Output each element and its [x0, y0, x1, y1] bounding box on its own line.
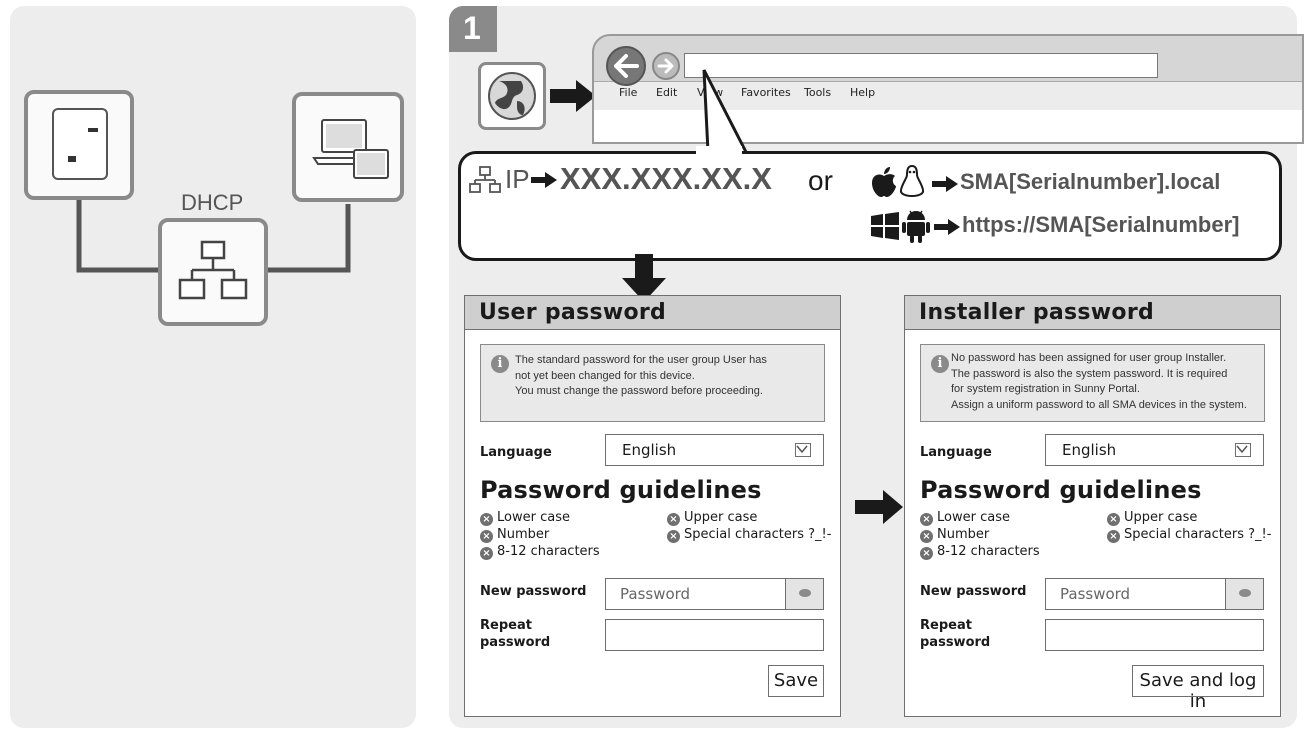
- router-device: [158, 218, 268, 326]
- save-button[interactable]: Save: [768, 665, 824, 697]
- user-password-card: User password i The standard password fo…: [464, 295, 841, 717]
- arrow-right-icon: [550, 80, 596, 112]
- x-circle-icon: ×: [667, 513, 680, 526]
- user-info-box: i The standard password for the user gro…: [480, 344, 825, 422]
- language-select[interactable]: English: [1045, 434, 1264, 466]
- arrow-right-icon: [855, 490, 903, 524]
- arrow-right-icon: [531, 172, 557, 188]
- arrow-right-icon: [934, 219, 960, 235]
- x-circle-icon: ×: [1107, 530, 1120, 543]
- step-badge: 1: [449, 6, 497, 52]
- arrow-right-icon: [932, 176, 958, 192]
- callout-pointer: [702, 69, 748, 153]
- step-number: 1: [463, 10, 481, 46]
- chevron-down-icon: [1235, 443, 1251, 457]
- installer-info-box: i No password has been assigned for user…: [920, 344, 1265, 422]
- browser-launch[interactable]: [478, 62, 546, 130]
- arrow-down-icon: [622, 254, 666, 302]
- forward-arrow-icon: [657, 58, 674, 74]
- menu-file[interactable]: File: [619, 86, 638, 99]
- windows-android-url: https://SMA[Serialnumber]: [962, 212, 1240, 237]
- password-placeholder: Password: [1060, 585, 1131, 603]
- installer-password-card: Installer password i No password has bee…: [904, 295, 1281, 717]
- or-text: or: [808, 165, 833, 196]
- laptop-tablet-icon: [312, 119, 389, 179]
- new-password-input[interactable]: Password: [605, 578, 824, 610]
- x-circle-icon: ×: [667, 530, 680, 543]
- back-arrow-icon: [614, 54, 639, 78]
- x-circle-icon: ×: [1107, 513, 1120, 526]
- repeat-password-label: Repeat password: [920, 618, 991, 650]
- password-placeholder: Password: [620, 585, 691, 603]
- rule-upper-case: ×Upper case: [1107, 509, 1197, 526]
- ip-value: XXX.XXX.XX.X: [560, 161, 772, 196]
- back-button[interactable]: [606, 46, 646, 86]
- new-password-label: New password: [920, 584, 1027, 599]
- dhcp-label: DHCP: [181, 190, 244, 215]
- android-icon: [902, 210, 930, 243]
- x-circle-icon: ×: [920, 530, 933, 543]
- repeat-password-input[interactable]: [605, 619, 824, 651]
- language-label: Language: [920, 445, 992, 460]
- inverter-device: [24, 90, 134, 200]
- x-circle-icon: ×: [480, 530, 493, 543]
- info-icon: i: [931, 355, 949, 373]
- info-icon: i: [491, 355, 509, 373]
- x-circle-icon: ×: [480, 513, 493, 526]
- new-password-input[interactable]: Password: [1045, 578, 1264, 610]
- rule-number: ×Number: [920, 526, 989, 543]
- x-circle-icon: ×: [480, 547, 493, 560]
- language-value: English: [1062, 441, 1117, 459]
- menu-help[interactable]: Help: [850, 86, 876, 99]
- ip-label: IP: [505, 164, 530, 194]
- linux-icon: [899, 164, 925, 198]
- x-circle-icon: ×: [920, 547, 933, 560]
- network-lines: [76, 186, 351, 273]
- eye-icon: [799, 589, 811, 597]
- rule-upper-case: ×Upper case: [667, 509, 757, 526]
- save-and-login-button[interactable]: Save and log in: [1132, 665, 1264, 712]
- inverter-icon: [52, 108, 108, 180]
- rule-special-characters: ×Special characters ?_!-: [667, 526, 831, 543]
- apple-icon: [872, 167, 896, 197]
- address-callout: [458, 151, 1282, 261]
- show-password-button[interactable]: [1225, 579, 1263, 609]
- user-card-title: User password: [465, 296, 840, 330]
- show-password-button[interactable]: [785, 579, 823, 609]
- language-select[interactable]: English: [605, 434, 824, 466]
- language-value: English: [622, 441, 677, 459]
- rule-number: ×Number: [480, 526, 549, 543]
- user-info-text: The standard password for the user group…: [515, 354, 767, 397]
- address-bar[interactable]: [684, 53, 1158, 78]
- rule-length: ×8-12 characters: [920, 543, 1040, 560]
- installer-info-text: No password has been assigned for user g…: [951, 352, 1247, 411]
- globe-icon: [488, 72, 536, 120]
- installer-card-title: Installer password: [905, 296, 1280, 330]
- guidelines-title: Password guidelines: [480, 476, 762, 504]
- computer-device: [292, 92, 404, 202]
- menu-favorites[interactable]: Favorites: [741, 86, 791, 99]
- network-small-icon: [469, 166, 501, 193]
- rule-lower-case: ×Lower case: [480, 509, 570, 526]
- network-icon: [178, 240, 248, 300]
- repeat-password-label: Repeat password: [480, 618, 551, 650]
- menu-tools[interactable]: Tools: [804, 86, 832, 99]
- eye-icon: [1239, 589, 1251, 597]
- language-label: Language: [480, 445, 552, 460]
- menu-edit[interactable]: Edit: [656, 86, 678, 99]
- repeat-password-input[interactable]: [1045, 619, 1264, 651]
- rule-length: ×8-12 characters: [480, 543, 600, 560]
- x-circle-icon: ×: [920, 513, 933, 526]
- apple-linux-url: SMA[Serialnumber].local: [960, 169, 1221, 194]
- guidelines-title: Password guidelines: [920, 476, 1202, 504]
- forward-button[interactable]: [652, 52, 680, 80]
- chevron-down-icon: [795, 443, 811, 457]
- windows-icon: [871, 212, 899, 240]
- rule-lower-case: ×Lower case: [920, 509, 1010, 526]
- rule-special-characters: ×Special characters ?_!-: [1107, 526, 1271, 543]
- new-password-label: New password: [480, 584, 587, 599]
